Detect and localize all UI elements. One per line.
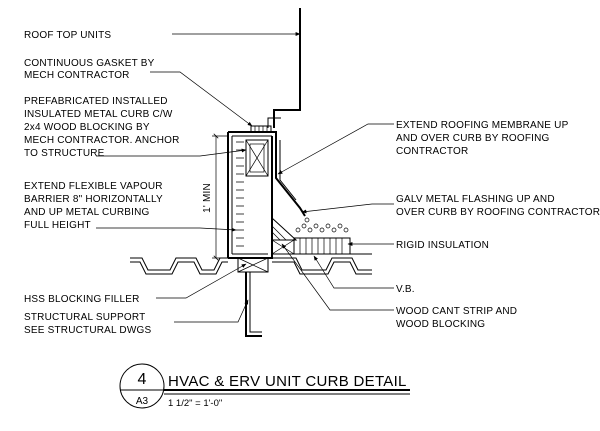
hss-note: HSS BLOCKING FILLER	[24, 294, 140, 305]
cant-note-line-1: WOOD CANT STRIP AND	[396, 306, 517, 317]
title-block: 4 A3 HVAC & ERV UNIT CURB DETAIL 1 1/2" …	[119, 363, 410, 409]
cant-note-line-2: WOOD BLOCKING	[396, 319, 485, 330]
curb-note-line-4: MECH CONTRACTOR. ANCHOR	[24, 135, 180, 146]
roof-deck	[130, 253, 372, 275]
detail-bubble	[119, 363, 165, 409]
curb-wood-blocking	[245, 139, 269, 177]
roof-top-units-label: ROOF TOP UNITS	[24, 30, 111, 41]
detail-number: 4	[138, 371, 147, 388]
curb-note-line-3: 2x4 WOOD BLOCKING BY	[24, 122, 150, 133]
curb-note-line-5: TO STRUCTURE	[24, 148, 105, 159]
flashing-note-line-2: OVER CURB BY ROOFING CONTRACTOR	[396, 207, 600, 218]
curb-note-line-2: INSULATED METAL CURB C/W	[24, 109, 173, 120]
gasket-note-line-2: MECH CONTRACTOR	[24, 70, 130, 81]
detail-title: HVAC & ERV UNIT CURB DETAIL	[168, 373, 407, 390]
rigid-insulation	[293, 217, 351, 255]
flashing	[275, 132, 306, 217]
leaders	[96, 32, 394, 323]
gasket-note-line-1: CONTINUOUS GASKET BY	[24, 58, 155, 69]
roof-top-unit	[267, 8, 301, 128]
sheet-number: A3	[136, 396, 149, 407]
curb-note-line-1: PREFABRICATED INSTALLED	[24, 96, 168, 107]
membrane-note-line-3: CONTRACTOR	[396, 146, 468, 157]
support-note-line-1: STRUCTURAL SUPPORT	[24, 312, 145, 323]
vb-note: V.B.	[396, 284, 415, 295]
dimension-1ft-min: 1' MIN	[202, 133, 228, 261]
vapour-note-line-1: EXTEND FLEXIBLE VAPOUR	[24, 181, 163, 192]
detail-scale: 1 1/2" = 1'-0"	[168, 398, 222, 409]
rigid-insulation-note: RIGID INSULATION	[396, 240, 489, 251]
vapour-note-line-4: FULL HEIGHT	[24, 220, 91, 231]
flashing-note-line-1: GALV METAL FLASHING UP AND	[396, 194, 555, 205]
dimension-label: 1' MIN	[202, 183, 213, 213]
membrane-note-line-2: AND OVER CURB BY ROOFING	[396, 133, 550, 144]
vapour-note-line-3: AND UP METAL CURBING	[24, 207, 150, 218]
membrane-note-line-1: EXTEND ROOFING MEMBRANE UP	[396, 120, 569, 131]
metal-curb	[227, 131, 277, 259]
support-note-line-2: SEE STRUCTURAL DWGS	[24, 325, 151, 336]
cant-strip	[271, 216, 298, 255]
vapour-note-line-2: BARRIER 8" HORIZONTALLY	[24, 194, 163, 205]
hss-support	[237, 257, 269, 337]
